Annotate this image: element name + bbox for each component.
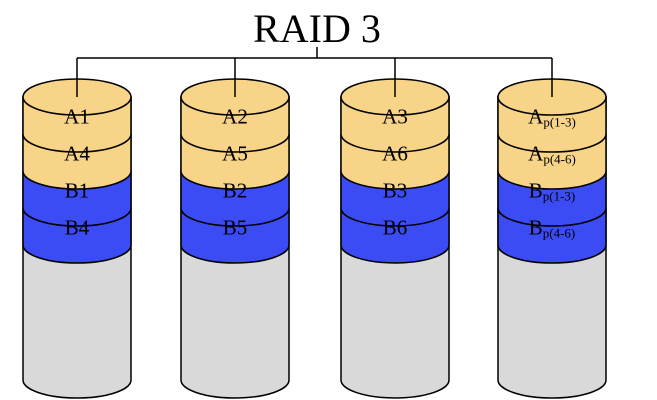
block-label-main: A3: [382, 105, 408, 129]
block-label-main: B4: [65, 216, 90, 240]
disk-array: A1A4B1B4A2A5B2B5A3A6B3B6Ap(1-3)Ap(4-6)Bp…: [22, 58, 607, 399]
parity-disk: Ap(1-3)Ap(4-6)Bp(1-3)Bp(4-6): [497, 58, 607, 399]
block-label-main: A: [528, 105, 544, 129]
block-label: B1: [65, 179, 90, 203]
block-label: A1: [64, 105, 90, 129]
block-label: B2: [223, 179, 248, 203]
block-label: B5: [223, 216, 248, 240]
block-label-main: B3: [383, 179, 408, 203]
block-label: Ap(1-3): [528, 105, 576, 130]
controller-connectors: [77, 47, 552, 59]
block-label: Bp(1-3): [529, 179, 576, 204]
block-label-main: A6: [382, 142, 408, 166]
block-label-main: A: [528, 142, 544, 166]
block-label: B4: [65, 216, 90, 240]
block-label: B6: [383, 216, 408, 240]
block-label-main: B1: [65, 179, 90, 203]
block-label-main: B: [529, 216, 543, 240]
block-label-sub: p(1-3): [543, 115, 576, 130]
block-label: A4: [64, 142, 90, 166]
block-label: Ap(4-6): [528, 142, 576, 167]
block-label-sub: p(1-3): [543, 189, 576, 204]
block-label: A5: [222, 142, 248, 166]
block-label: A3: [382, 105, 408, 129]
block-label-main: A5: [222, 142, 248, 166]
block-label-main: A4: [64, 142, 90, 166]
block-label: Bp(4-6): [529, 216, 576, 241]
block-label-main: B5: [223, 216, 248, 240]
block-label-main: B2: [223, 179, 248, 203]
block-label: A6: [382, 142, 408, 166]
block-label: A2: [222, 105, 248, 129]
block-label-main: A2: [222, 105, 248, 129]
block-label-main: B: [529, 179, 543, 203]
block-label-main: A1: [64, 105, 90, 129]
block-label-sub: p(4-6): [543, 226, 576, 241]
block-label: B3: [383, 179, 408, 203]
diagram-title: RAID 3: [253, 6, 381, 51]
block-label-sub: p(4-6): [543, 152, 576, 167]
block-label-main: B6: [383, 216, 408, 240]
